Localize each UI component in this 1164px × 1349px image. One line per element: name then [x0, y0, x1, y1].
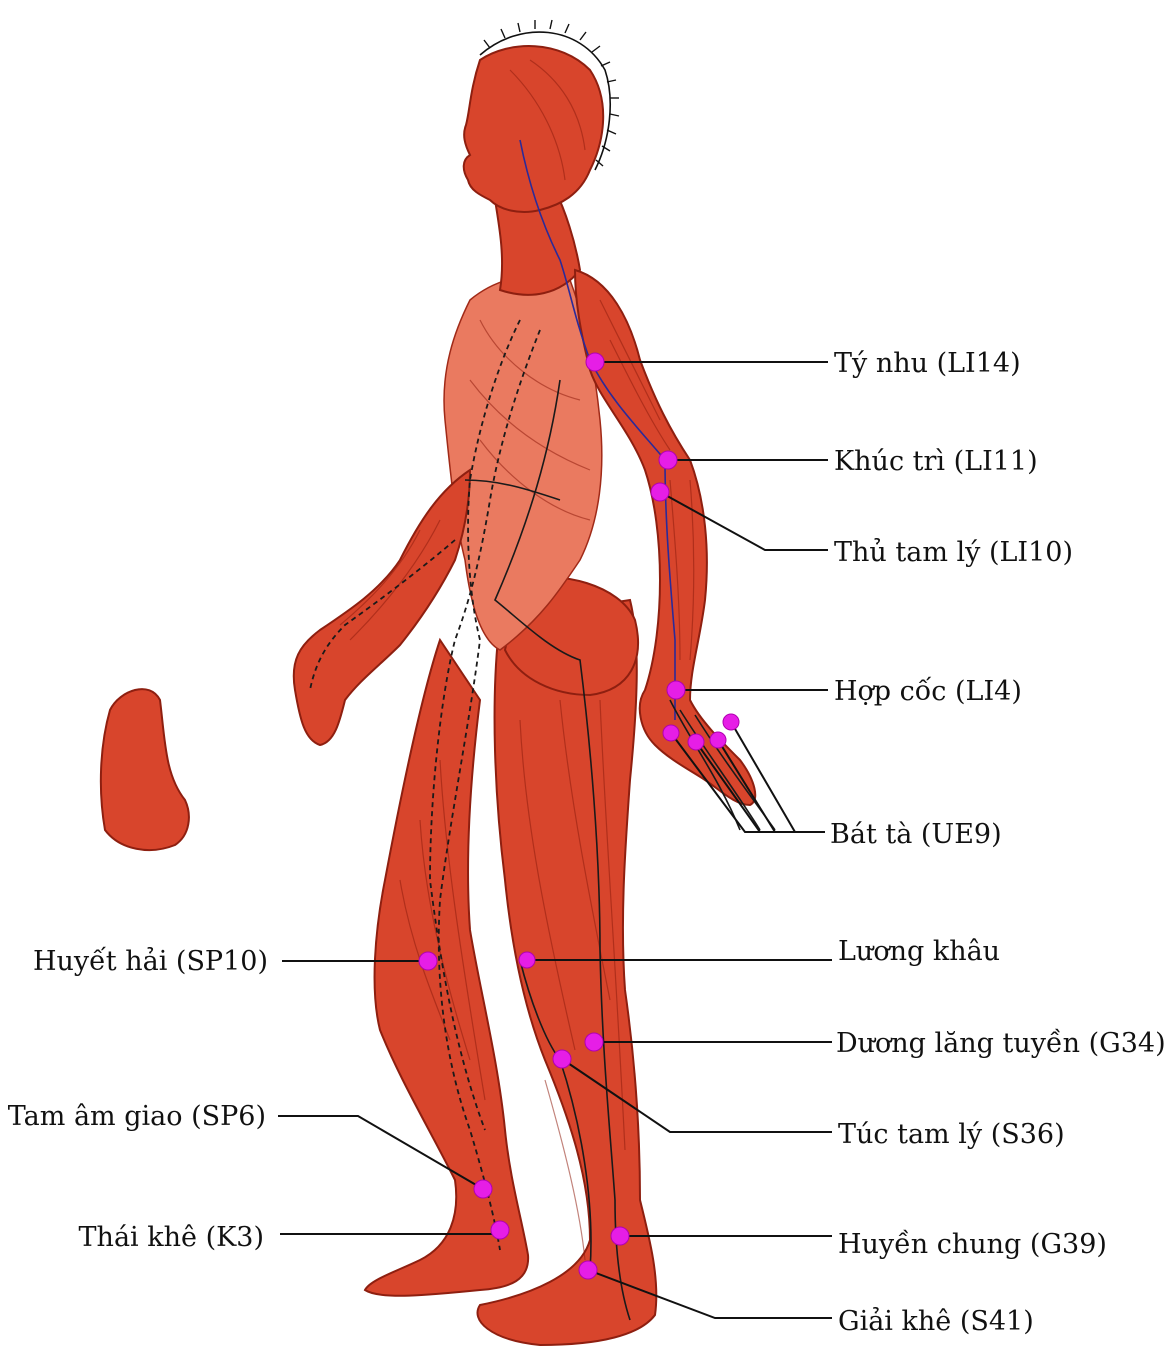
label-duong-lang-tuyen: Dương lăng tuyền (G34)	[836, 1028, 1164, 1059]
point-giai-khe	[579, 1261, 597, 1279]
point-thai-khe	[491, 1221, 509, 1239]
label-tuc-tam-ly: Túc tam lý (S36)	[838, 1119, 1065, 1150]
point-bat-ta-1	[663, 725, 679, 741]
point-bat-ta-3	[710, 732, 726, 748]
point-tam-am-giao	[474, 1180, 492, 1198]
label-bat-ta: Bát tà (UE9)	[830, 819, 1002, 850]
label-giai-khe: Giải khê (S41)	[838, 1305, 1034, 1337]
point-ty-nhu	[586, 353, 604, 371]
point-hop-coc	[667, 681, 685, 699]
point-tuc-tam-ly	[553, 1050, 571, 1068]
point-luong-khau	[519, 952, 535, 968]
head	[464, 46, 603, 212]
point-thu-tam-ly	[651, 483, 669, 501]
label-ty-nhu: Tý nhu (LI14)	[834, 348, 1021, 379]
point-huyet-hai	[419, 952, 437, 970]
foot-sole	[101, 689, 189, 850]
label-luong-khau: Lương khâu	[838, 936, 1000, 967]
label-khuc-tri: Khúc trì (LI11)	[834, 446, 1038, 477]
label-hop-coc: Hợp cốc (LI4)	[834, 676, 1022, 707]
label-thai-khe: Thái khê (K3)	[79, 1222, 264, 1253]
label-huyen-chung: Huyền chung (G39)	[838, 1229, 1107, 1260]
point-bat-ta-4	[723, 714, 739, 730]
point-duong-lang-tuyen	[585, 1033, 603, 1051]
label-huyet-hai: Huyết hải (SP10)	[33, 945, 268, 977]
label-thu-tam-ly: Thủ tam lý (LI10)	[834, 536, 1073, 568]
point-huyen-chung	[611, 1227, 629, 1245]
point-khuc-tri	[659, 451, 677, 469]
label-tam-am-giao: Tam âm giao (SP6)	[8, 1101, 266, 1132]
point-bat-ta-2	[688, 734, 704, 750]
